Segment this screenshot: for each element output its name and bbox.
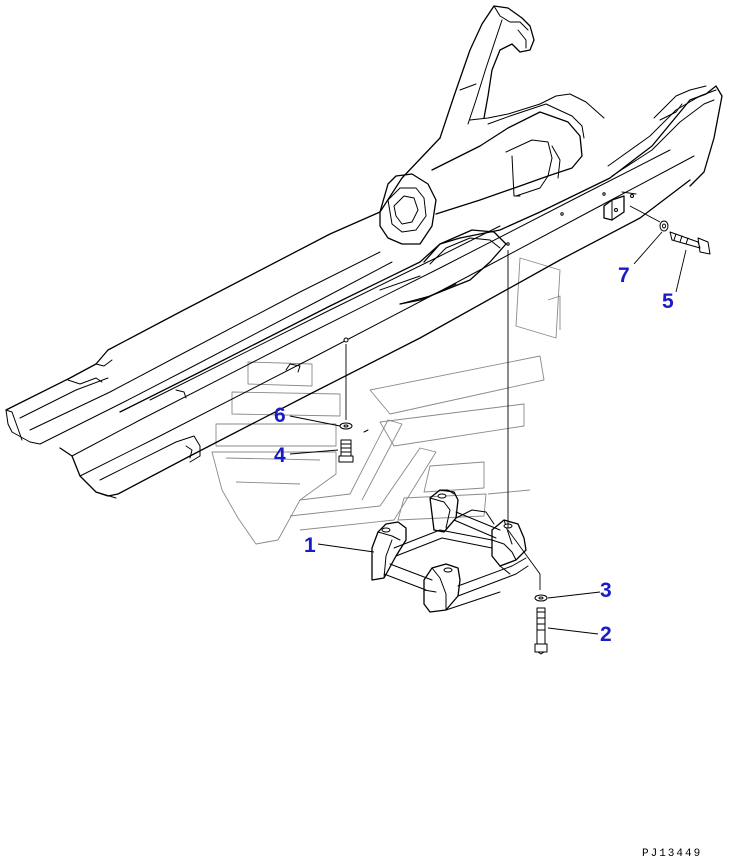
callout-1: 1: [304, 534, 316, 557]
bolt-2: [507, 250, 548, 655]
figure-code: PJ13449: [642, 848, 702, 860]
callout-7: 7: [618, 264, 630, 287]
callout-5: 5: [662, 290, 674, 313]
callout-4: 4: [274, 444, 286, 467]
bolt-4: [338, 337, 354, 463]
washer-3: [534, 594, 548, 602]
leader-lines: [289, 231, 687, 635]
washer-6: [339, 422, 353, 430]
washer-7: [659, 220, 669, 232]
callout-2: 2: [600, 623, 612, 646]
support-bracket: [371, 489, 529, 613]
ghost-outline: [211, 257, 561, 545]
bolt-5: [629, 205, 711, 255]
callout-3: 3: [600, 579, 612, 602]
callout-6: 6: [274, 404, 286, 427]
frame-assembly: [5, 5, 723, 499]
